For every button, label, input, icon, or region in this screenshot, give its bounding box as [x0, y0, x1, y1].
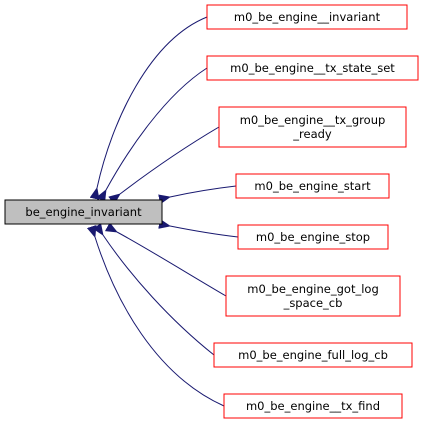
node-label: _ready: [292, 127, 332, 141]
call-edge-c7: [92, 223, 215, 356]
caller-node-c2[interactable]: m0_be_engine__tx_state_set: [206, 55, 419, 81]
caller-node-c8[interactable]: m0_be_engine__tx_find: [223, 393, 403, 419]
node-label: _space_cb: [283, 296, 343, 310]
call-edge-c2: [96, 67, 208, 203]
call-edge-c3: [108, 126, 220, 205]
call-edge-c6: [104, 222, 227, 297]
node-box: [223, 393, 403, 419]
node-box: [218, 106, 407, 148]
node-label: m0_be_engine_got_log: [247, 282, 379, 296]
call-edge-c4: [158, 185, 237, 205]
call-edge-c1: [89, 16, 208, 200]
node-label: m0_be_engine_full_log_cb: [238, 348, 388, 362]
caller-node-c3[interactable]: m0_be_engine__tx_group_ready: [218, 106, 407, 148]
node-label: m0_be_engine__tx_state_set: [230, 61, 395, 75]
node-box: [237, 224, 389, 250]
caller-node-c7[interactable]: m0_be_engine_full_log_cb: [213, 342, 413, 368]
call-edge-c8: [86, 225, 225, 407]
caller-node-c1[interactable]: m0_be_engine__invariant: [206, 4, 408, 30]
caller-node-c4[interactable]: m0_be_engine_start: [235, 173, 390, 199]
caller-node-c5[interactable]: m0_be_engine_stop: [237, 224, 389, 250]
node-box: [225, 275, 401, 317]
caller-node-c6[interactable]: m0_be_engine_got_log_space_cb: [225, 275, 401, 317]
node-label: m0_be_engine_start: [254, 179, 371, 193]
node-box: [213, 342, 413, 368]
node-box: [206, 4, 408, 30]
node-label: m0_be_engine_stop: [256, 230, 370, 244]
node-box: [235, 173, 390, 199]
root-function-node[interactable]: be_engine_invariant: [4, 199, 163, 225]
node-label: m0_be_engine__tx_find: [246, 399, 380, 413]
call-edge-c5: [158, 218, 239, 238]
node-box: [4, 199, 163, 225]
node-label: be_engine_invariant: [25, 205, 142, 219]
node-box: [206, 55, 419, 81]
node-label: m0_be_engine__tx_group: [240, 113, 386, 127]
node-label: m0_be_engine__invariant: [234, 10, 381, 24]
